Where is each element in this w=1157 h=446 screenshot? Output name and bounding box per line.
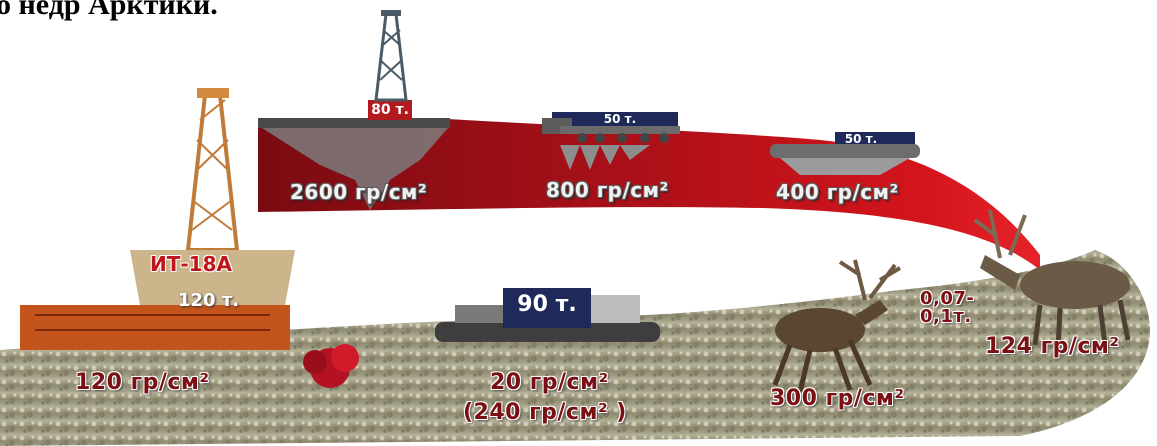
rig-large-weight: 120 т.: [178, 290, 240, 311]
tundra-ground: [0, 250, 1150, 446]
reindeer-standing-graphic: [973, 209, 1131, 351]
tracked-vehicle-graphic: [770, 132, 920, 175]
reindeer-running-graphic: [772, 259, 902, 393]
reindeer-running-pressure: 300 гр/см²: [770, 386, 905, 411]
hovercraft-pressure: 20 гр/см²: [490, 370, 609, 395]
tracked-weight: 50 т.: [844, 132, 878, 146]
rig-large-graphic: [20, 88, 295, 350]
rig-small-weight: 80 т.: [371, 102, 409, 118]
rig-large-name: ИТ-18А: [150, 252, 232, 276]
truck-pressure: 800 гр/см²: [546, 178, 669, 202]
truck-graphic: [542, 112, 680, 170]
rig-small-pressure: 2600 гр/см²: [290, 180, 428, 204]
reindeer-standing-weight: 0,07- 0,1т.: [920, 288, 975, 327]
reindeer-standing-pressure: 124 гр/см²: [985, 334, 1120, 359]
rig-small-graphic: [258, 10, 450, 210]
hovercraft-weight: 90 т.: [517, 292, 577, 317]
hovercraft-graphic: [435, 288, 660, 342]
rig-large-pressure: 120 гр/см²: [75, 370, 210, 395]
hovercraft-pressure-alt: (240 гр/см² ): [463, 400, 627, 425]
header-text: о недр Арктики.: [0, 0, 218, 21]
red-flower-graphic: [303, 344, 359, 388]
tracked-pressure: 400 гр/см²: [776, 180, 899, 204]
truck-weight: 50 т.: [603, 112, 637, 126]
